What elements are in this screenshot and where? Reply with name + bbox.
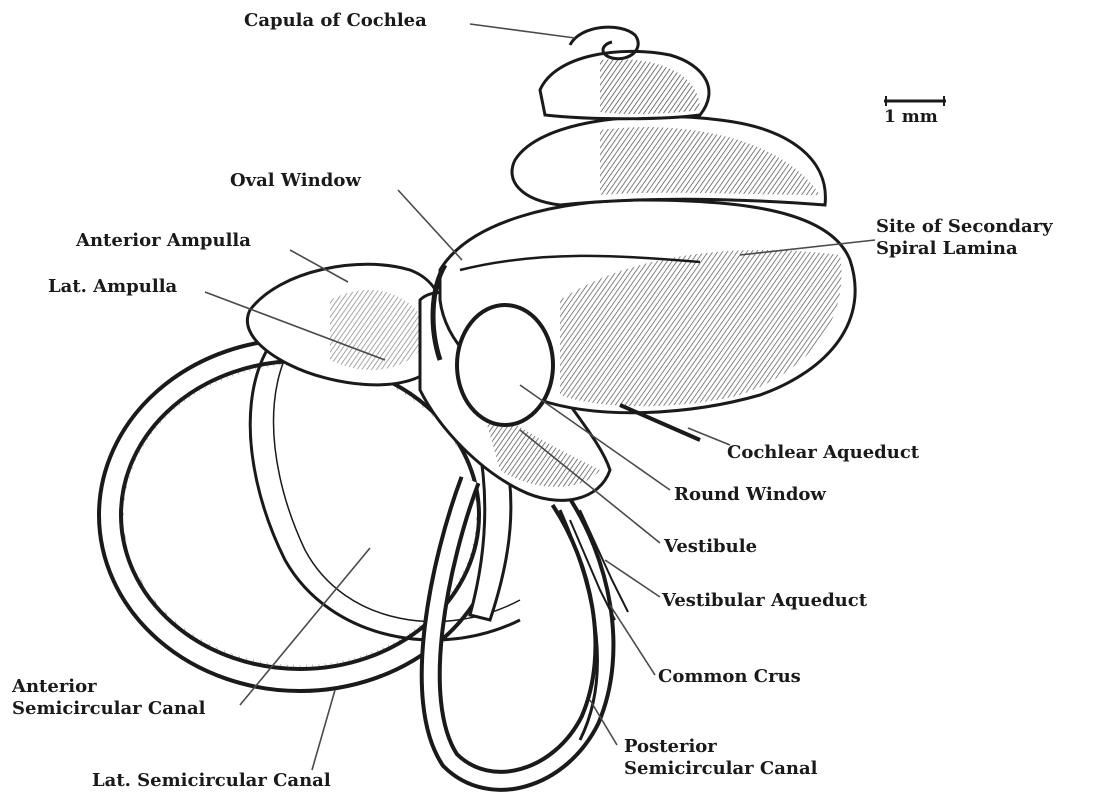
label-posterior-canal-line-1: Posterior <box>624 736 818 758</box>
label-lat-semicircular-canal: Lat. Semicircular Canal <box>92 770 331 792</box>
posterior-semicircular-canal-shape <box>431 480 605 781</box>
label-site-line-1: Site of Secondary <box>876 216 1053 238</box>
label-site-line-2: Spiral Lamina <box>876 238 1053 260</box>
label-vestibule: Vestibule <box>664 536 757 558</box>
label-anterior-semicircular-canal: Anterior Semicircular Canal <box>12 676 206 720</box>
round-window-shape <box>457 305 553 425</box>
label-vestibular-aqueduct: Vestibular Aqueduct <box>662 590 867 612</box>
label-capula-of-cochlea: Capula of Cochlea <box>244 10 427 32</box>
label-anterior-canal-line-1: Anterior <box>12 676 206 698</box>
label-cochlear-aqueduct: Cochlear Aqueduct <box>727 442 919 464</box>
label-anterior-canal-line-2: Semicircular Canal <box>12 698 206 720</box>
label-site-of-secondary-spiral-lamina: Site of Secondary Spiral Lamina <box>876 216 1053 260</box>
ampullae-shape <box>247 264 443 385</box>
label-oval-window: Oval Window <box>230 170 361 192</box>
label-anterior-ampulla: Anterior Ampulla <box>76 230 251 252</box>
label-posterior-canal-line-2: Semicircular Canal <box>624 758 818 780</box>
label-round-window: Round Window <box>674 484 826 506</box>
scale-bar <box>884 96 946 106</box>
label-lat-ampulla: Lat. Ampulla <box>48 276 177 298</box>
scale-bar-label: 1 mm <box>884 106 938 128</box>
label-posterior-semicircular-canal: Posterior Semicircular Canal <box>624 736 818 780</box>
label-common-crus: Common Crus <box>658 666 801 688</box>
